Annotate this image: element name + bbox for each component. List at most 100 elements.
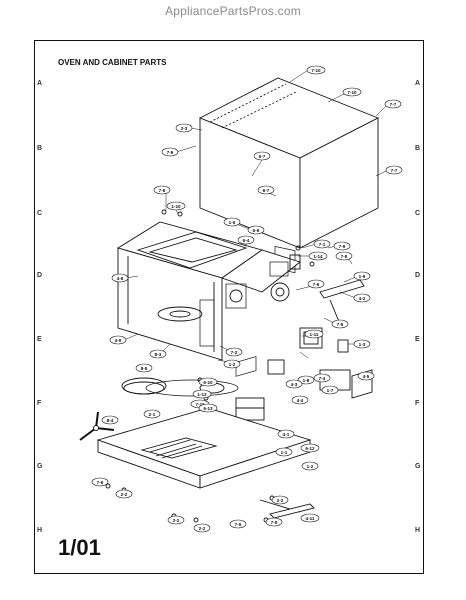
callout: 2-2 bbox=[115, 489, 133, 499]
grid-letter: B bbox=[37, 145, 43, 152]
callout: 4-9 bbox=[109, 335, 127, 345]
page-number: 1/01 bbox=[58, 535, 101, 560]
callout: 7-7 bbox=[384, 99, 402, 109]
callout: 7-10 bbox=[342, 87, 362, 97]
callout: 8-5 bbox=[135, 363, 153, 373]
callout-label: 7-7 bbox=[390, 102, 397, 107]
callout: 7-10 bbox=[306, 65, 326, 75]
callout-label: 7-7 bbox=[391, 168, 398, 173]
callout: 2-2 bbox=[167, 515, 185, 525]
callout-label: 6-12 bbox=[305, 446, 315, 451]
callout-label: 7-5 bbox=[235, 522, 242, 527]
callout-label: 8-3 bbox=[155, 352, 162, 357]
callout: 7-5 bbox=[331, 319, 349, 329]
callout-label: 8-5 bbox=[141, 366, 148, 371]
callout: 1-2 bbox=[301, 461, 319, 471]
callout: 8-3 bbox=[149, 349, 167, 359]
callout-label: 2-2 bbox=[199, 526, 206, 531]
callout-label: 4-5 bbox=[363, 374, 370, 379]
grid-letter: F bbox=[415, 400, 420, 407]
callout-label: 7-5 bbox=[271, 520, 278, 525]
callout-label: 7-6 bbox=[97, 480, 104, 485]
callout: 1-5 bbox=[223, 217, 241, 227]
callout-label: 1-10 bbox=[171, 204, 181, 209]
callout-label: 1-2 bbox=[229, 362, 236, 367]
grid-letter: G bbox=[415, 463, 421, 470]
callout: 6-12 bbox=[300, 443, 320, 453]
callout-label: 2-1 bbox=[149, 412, 156, 417]
callout: 7-8 bbox=[335, 251, 353, 261]
callout: 1-3 bbox=[353, 339, 371, 349]
callout: 2-2 bbox=[271, 495, 289, 505]
callout-label: 7-9 bbox=[167, 150, 174, 155]
callout-label: 7-8 bbox=[159, 188, 166, 193]
callout-label: 7-10 bbox=[311, 68, 321, 73]
callout: 4-11 bbox=[300, 513, 320, 523]
callout-label: 2-2 bbox=[173, 518, 180, 523]
callout: 6-7 bbox=[253, 151, 271, 161]
grid-letter: G bbox=[37, 463, 43, 470]
callout-label: 6-4 bbox=[243, 238, 250, 243]
turntable bbox=[121, 377, 239, 397]
callout: 7-8 bbox=[153, 185, 171, 195]
callout-label: 1-2 bbox=[307, 464, 314, 469]
callout-label: 7-8 bbox=[341, 254, 348, 259]
grid-letter: H bbox=[415, 527, 421, 534]
callout: 1-11 bbox=[304, 329, 324, 339]
outer-cabinet bbox=[198, 77, 380, 274]
callout: 6-13 bbox=[198, 403, 218, 413]
callout-label: 1-11 bbox=[310, 332, 319, 337]
callout-label: 1-3 bbox=[359, 342, 366, 347]
callout: 4-1 bbox=[277, 429, 295, 439]
callout-label: 7-6 bbox=[313, 282, 320, 287]
grid-letter: F bbox=[37, 400, 42, 407]
callout: 7-5 bbox=[229, 519, 247, 529]
grid-letter: A bbox=[415, 80, 421, 87]
transformer bbox=[235, 327, 373, 421]
callout-label: 1-1 bbox=[281, 450, 288, 455]
callout-label: 1-14 bbox=[313, 254, 323, 259]
callout: 7-6 bbox=[91, 477, 109, 487]
grid-letter: D bbox=[37, 272, 43, 279]
callouts: 7-10 7-10 7-7 2-3 7-9 6-7 6-7 7-7 7-8 1-… bbox=[91, 65, 403, 533]
callout-label: 6-7 bbox=[263, 188, 270, 193]
callout: 2-3 bbox=[175, 123, 193, 133]
section-title: OVEN AND CABINET PARTS bbox=[58, 58, 167, 67]
callout: 4-3 bbox=[285, 379, 303, 389]
callout: 1-13 bbox=[192, 389, 212, 399]
callout: 1-10 bbox=[166, 201, 186, 211]
callout-label: 6-13 bbox=[203, 406, 213, 411]
callout: 7-6 bbox=[307, 279, 325, 289]
hinge-brackets bbox=[289, 254, 365, 353]
callout: 7-7 bbox=[385, 165, 403, 175]
grid-letter: H bbox=[37, 527, 43, 534]
callout: 6-7 bbox=[257, 185, 275, 195]
callout-label: 4-4 bbox=[297, 398, 304, 403]
callout-label: 1-8 bbox=[303, 378, 310, 383]
callout: 4-4 bbox=[291, 395, 309, 405]
callout-label: 1-13 bbox=[197, 392, 207, 397]
grid-letter: A bbox=[37, 80, 43, 87]
callout-label: 2-3 bbox=[181, 126, 188, 131]
callout-label: 6-6 bbox=[253, 228, 260, 233]
callout: 4-2 bbox=[353, 293, 371, 303]
control-panel bbox=[199, 249, 301, 347]
callout-label: 7-9 bbox=[339, 244, 346, 249]
callout: 7-9 bbox=[161, 147, 179, 157]
grid-letter: B bbox=[415, 145, 421, 152]
callout-label: 7-10 bbox=[347, 90, 357, 95]
grid-letter: D bbox=[415, 272, 421, 279]
callout: 7-1 bbox=[313, 239, 331, 249]
grid-letter: E bbox=[37, 336, 42, 343]
callout-label: 1-7 bbox=[327, 388, 334, 393]
callout: 1-8 bbox=[297, 375, 315, 385]
callout-label: 1-5 bbox=[229, 220, 236, 225]
callout-label: 4-3 bbox=[291, 382, 298, 387]
callout-label: 4-9 bbox=[115, 338, 122, 343]
callout: 1-7 bbox=[321, 385, 339, 395]
callout-label: 4-1 bbox=[283, 432, 290, 437]
grid-letter: C bbox=[415, 210, 421, 217]
watermark: AppliancePartsPros.com bbox=[165, 4, 301, 18]
callout-label: 8-4 bbox=[107, 418, 114, 423]
